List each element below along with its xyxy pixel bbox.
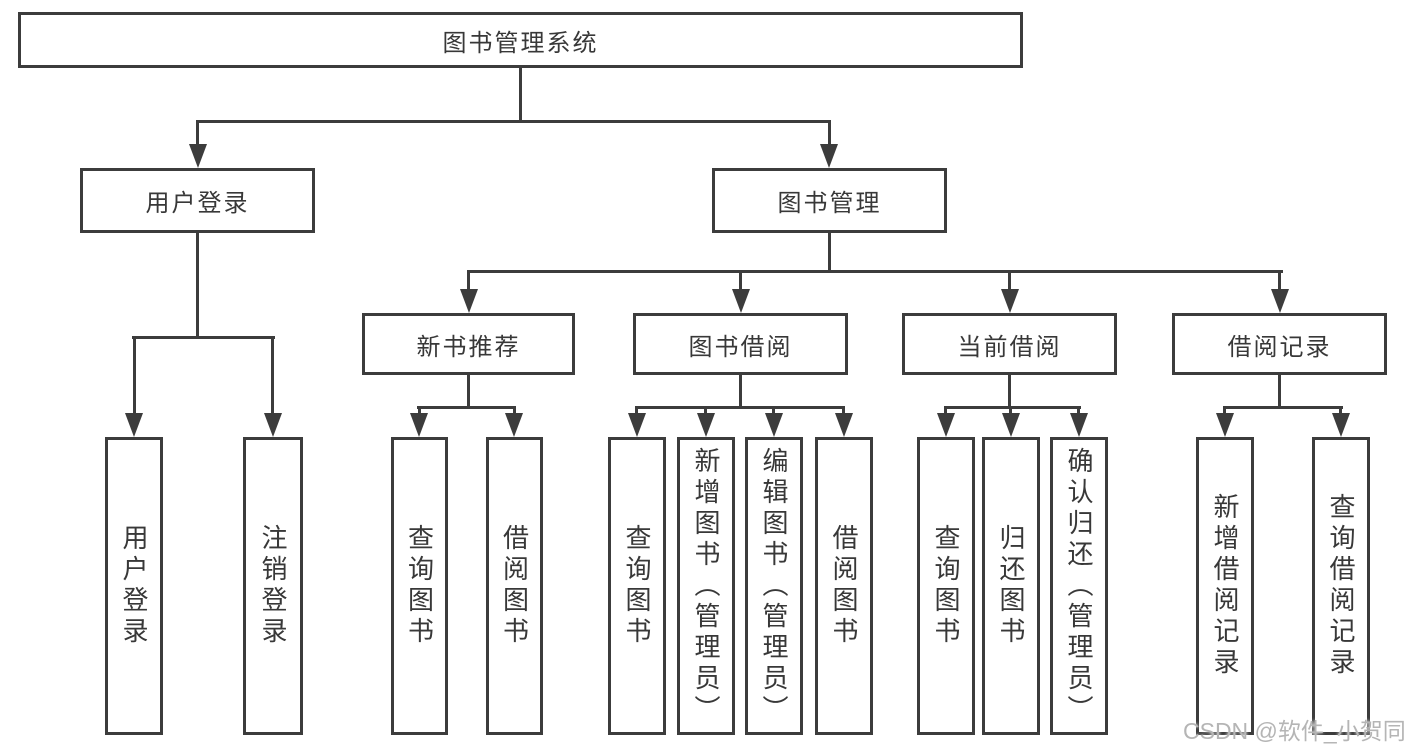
connector-stem-leaf <box>944 406 947 416</box>
connector-stem-leaf <box>1339 406 1342 416</box>
arrow-down-icon <box>189 144 207 168</box>
connector-stem-leaf <box>133 336 136 416</box>
connector-root-stem <box>519 67 522 122</box>
connector-level3-rail <box>467 270 1283 273</box>
node-label: 当前借阅 <box>957 333 1062 361</box>
connector-current-stem <box>1008 375 1011 409</box>
connector-stem-leaf <box>704 406 707 416</box>
leaf-label: 确认归还（管理员） <box>1064 446 1095 726</box>
leaf-edit-books-admin: 编辑图书（管理员） <box>745 437 803 735</box>
leaf-label: 查询借阅记录 <box>1326 493 1357 679</box>
leaf-label: 查询图书 <box>404 524 435 648</box>
connector-book-management-stem <box>828 233 831 273</box>
leaf-borrow-books: 借阅图书 <box>486 437 543 735</box>
leaf-query-books: 查询图书 <box>917 437 975 735</box>
arrow-down-icon <box>628 413 646 437</box>
connector-stem-leaf <box>418 406 421 416</box>
node-label: 图书管理系统 <box>442 29 599 57</box>
node-label: 用户登录 <box>145 190 250 217</box>
arrow-down-icon <box>505 413 523 437</box>
csdn-watermark: CSDN @软件_小贺同学 <box>1183 718 1405 744</box>
leaf-borrow-books: 借阅图书 <box>815 437 873 735</box>
node-user-login: 用户登录 <box>80 168 315 233</box>
node-root-system: 图书管理系统 <box>18 12 1023 68</box>
leaf-query-books: 查询图书 <box>608 437 666 735</box>
connector-current-rail <box>944 406 1081 409</box>
leaf-label: 查询图书 <box>622 524 653 648</box>
leaf-return-books: 归还图书 <box>982 437 1040 735</box>
arrow-down-icon <box>697 413 715 437</box>
leaf-add-books-admin: 新增图书（管理员） <box>677 437 735 735</box>
connector-stem-recommend <box>467 270 470 292</box>
connector-stem-book-management <box>828 120 831 147</box>
leaf-query-borrow-record: 查询借阅记录 <box>1312 437 1370 735</box>
node-borrow-records: 借阅记录 <box>1172 313 1387 375</box>
node-book-management: 图书管理 <box>712 168 947 233</box>
connector-stem-user-login <box>196 120 199 147</box>
arrow-down-icon <box>125 413 143 437</box>
arrow-down-icon <box>1002 413 1020 437</box>
arrow-down-icon <box>410 413 428 437</box>
connector-borrow-rail <box>635 406 845 409</box>
leaf-label: 新增借阅记录 <box>1210 493 1241 679</box>
leaf-add-borrow-record: 新增借阅记录 <box>1196 437 1254 735</box>
arrow-down-icon <box>1332 413 1350 437</box>
arrow-down-icon <box>937 413 955 437</box>
arrow-down-icon <box>732 289 750 313</box>
connector-stem-leaf <box>1009 406 1012 416</box>
arrow-down-icon <box>835 413 853 437</box>
leaf-label: 用户登录 <box>119 524 150 648</box>
node-label: 图书借阅 <box>688 333 793 361</box>
arrow-down-icon <box>765 413 783 437</box>
node-label: 新书推荐 <box>416 333 521 361</box>
connector-stem-records <box>1278 270 1281 292</box>
leaf-label: 借阅图书 <box>499 524 530 648</box>
leaf-label: 查询图书 <box>931 524 962 648</box>
node-current-borrow: 当前借阅 <box>902 313 1117 375</box>
leaf-label: 编辑图书（管理员） <box>759 446 790 726</box>
arrow-down-icon <box>820 144 838 168</box>
arrow-down-icon <box>460 289 478 313</box>
arrow-down-icon <box>1216 413 1234 437</box>
connector-recommend-stem <box>467 375 470 409</box>
connector-stem-leaf <box>513 406 516 416</box>
connector-stem-leaf <box>1223 406 1226 416</box>
connector-level2-rail <box>196 120 831 123</box>
connector-stem-borrow <box>739 270 742 292</box>
connector-records-rail <box>1223 406 1343 409</box>
node-book-borrow: 图书借阅 <box>633 313 848 375</box>
connector-borrow-stem <box>739 375 742 409</box>
node-new-book-recommend: 新书推荐 <box>362 313 575 375</box>
connector-recommend-rail <box>417 406 516 409</box>
connector-stem-leaf <box>842 406 845 416</box>
connector-stem-leaf <box>1077 406 1080 416</box>
leaf-query-books: 查询图书 <box>391 437 448 735</box>
connector-user-login-stem <box>196 233 199 339</box>
arrow-down-icon <box>1271 289 1289 313</box>
node-label: 借阅记录 <box>1227 333 1332 361</box>
arrow-down-icon <box>1070 413 1088 437</box>
connector-stem-current <box>1008 270 1011 292</box>
leaf-label: 注销登录 <box>258 524 289 648</box>
connector-login-rail <box>132 336 275 339</box>
connector-stem-leaf <box>772 406 775 416</box>
leaf-label: 归还图书 <box>996 524 1027 648</box>
arrow-down-icon <box>264 413 282 437</box>
arrow-down-icon <box>1001 289 1019 313</box>
node-label: 图书管理 <box>777 190 882 217</box>
leaf-label: 新增图书（管理员） <box>691 446 722 726</box>
connector-records-stem <box>1278 375 1281 409</box>
connector-stem-leaf <box>635 406 638 416</box>
connector-stem-leaf <box>271 336 274 416</box>
leaf-confirm-return-admin: 确认归还（管理员） <box>1050 437 1108 735</box>
leaf-logout: 注销登录 <box>243 437 303 735</box>
leaf-label: 借阅图书 <box>829 524 860 648</box>
leaf-user-login: 用户登录 <box>105 437 163 735</box>
